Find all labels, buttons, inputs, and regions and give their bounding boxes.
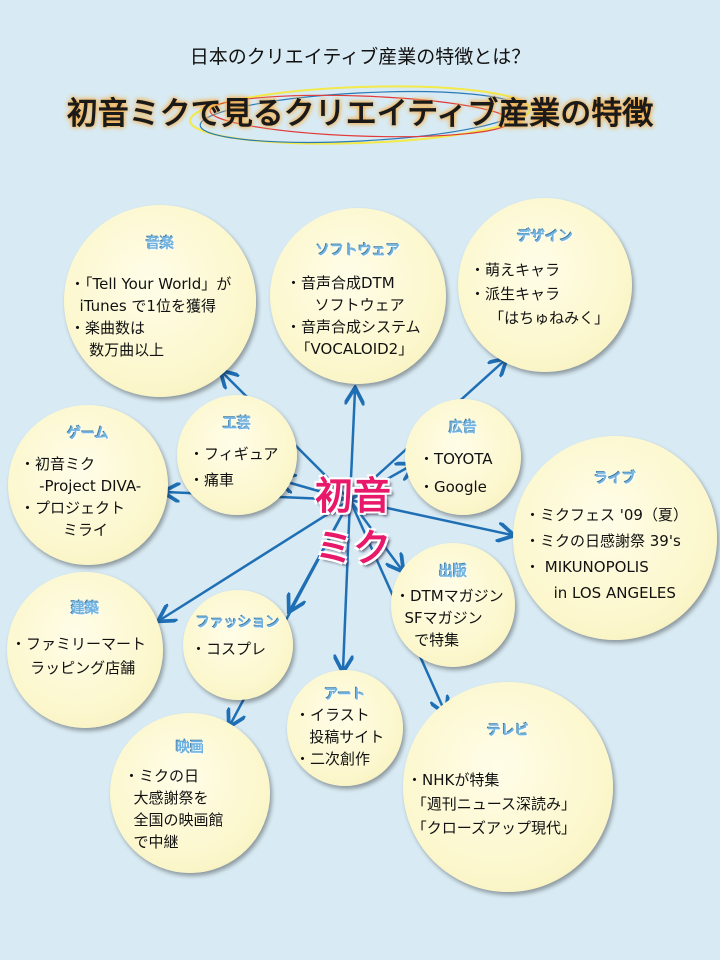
node-game: ゲーム・初音ミク -Project DIVA- ・プロジェクト ミライ: [8, 405, 168, 565]
node-heading: 映画: [176, 740, 204, 756]
arrow-publishing: [348, 499, 402, 570]
center-label: 初音ミク: [293, 470, 413, 574]
node-live: ライブ・ミクフェス '09（夏） ・ミクの日感謝祭 39's ・ MIKUNOP…: [513, 436, 717, 640]
node-heading: 出版: [439, 564, 467, 580]
node-body: ・ミクフェス '09（夏） ・ミクの日感謝祭 39's ・ MIKUNOPOLI…: [525, 506, 688, 602]
page-title: 初音ミクで見るクリエイティブ産業の特徴: [66, 96, 654, 132]
node-body: ・コスプレ: [191, 640, 267, 658]
node-movie: 映画・ミクの日 大感謝祭を 全国の映画館 で中継: [110, 713, 270, 873]
node-design: デザイン・萌えキャラ ・派生キャラ 「はちゅねみく」: [458, 198, 632, 372]
node-body: ・NHKが特集 「週刊ニュース深読み」 「クローズアップ現代」: [407, 771, 577, 837]
node-body: ・萌えキャラ ・派生キャラ 「はちゅねみく」: [470, 261, 610, 327]
node-body: ・「Tell Your World」が iTunes で1位を獲得 ・楽曲数は …: [70, 275, 232, 359]
node-body: ・DTMマガジン SFマガジン で特集: [395, 587, 504, 649]
node-heading: ファッション: [196, 615, 280, 631]
node-ad: 広告・TOYOTA ・Google: [405, 399, 521, 515]
node-heading: ソフトウェア: [316, 243, 400, 259]
node-tv: テレビ・NHKが特集 「週刊ニュース深読み」 「クローズアップ現代」: [403, 682, 613, 892]
node-heading: テレビ: [487, 723, 529, 739]
node-software: ソフトウェア・音声合成DTM ソフトウェア ・音声合成システム 「VOCALOI…: [270, 208, 446, 384]
node-heading: 工芸: [223, 416, 251, 432]
node-heading: 広告: [449, 420, 477, 436]
node-body: ・イラスト 投稿サイト ・二次創作: [295, 706, 385, 768]
node-fashion: ファッション・コスプレ: [183, 590, 293, 700]
node-heading: 音楽: [146, 236, 174, 252]
node-heading: ライブ: [594, 471, 636, 487]
arrow-live: [349, 498, 512, 535]
arrow-art: [343, 499, 350, 670]
arrow-software: [350, 390, 355, 501]
node-body: ・初音ミク -Project DIVA- ・プロジェクト ミライ: [20, 455, 142, 539]
node-body: ・フィギュア ・痛車: [189, 445, 279, 489]
arrow-craft: [280, 480, 351, 502]
node-body: ・TOYOTA ・Google: [419, 450, 493, 496]
node-publishing: 出版・DTMマガジン SFマガジン で特集: [391, 543, 515, 667]
node-body: ・音声合成DTM ソフトウェア ・音声合成システム 「VOCALOID2」: [286, 274, 421, 358]
node-body: ・ファミリーマート ラッピング店舗: [11, 635, 147, 677]
arrow-architecture: [160, 498, 351, 620]
node-music: 音楽・「Tell Your World」が iTunes で1位を獲得 ・楽曲数…: [64, 205, 256, 397]
node-heading: 建築: [71, 601, 99, 617]
node-craft: 工芸・フィギュア ・痛車: [177, 395, 297, 515]
node-heading: アート: [324, 687, 366, 703]
node-art: アート・イラスト 投稿サイト ・二次創作: [287, 670, 403, 786]
center-line2: ミク: [314, 526, 391, 570]
node-architecture: 建築・ファミリーマート ラッピング店舗: [7, 572, 163, 728]
arrow-ad: [349, 465, 412, 502]
node-heading: デザイン: [517, 229, 573, 245]
subtitle: 日本のクリエイティブ産業の特徴とは？: [189, 46, 531, 68]
node-heading: ゲーム: [67, 426, 109, 442]
node-body: ・ミクの日 大感謝祭を 全国の映画館 で中継: [124, 767, 224, 851]
center-line1: 初音: [314, 474, 391, 518]
